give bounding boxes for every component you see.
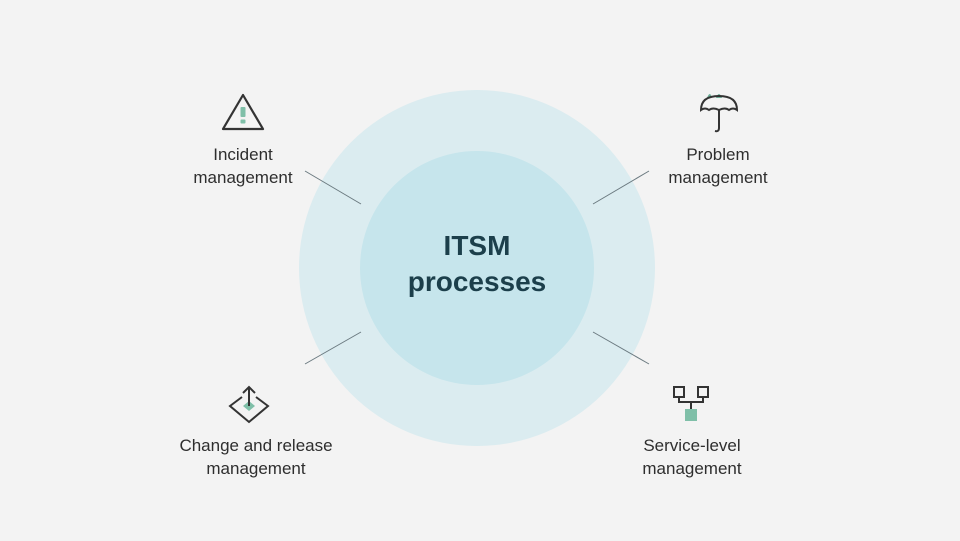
connector-problem bbox=[592, 170, 650, 205]
change-diamond-icon bbox=[228, 385, 270, 424]
item-service-level: Service-level management bbox=[592, 434, 792, 480]
center-title: ITSM processes bbox=[377, 228, 577, 300]
inner-circle bbox=[360, 151, 594, 385]
item-change-line1: Change and release bbox=[179, 436, 333, 455]
hierarchy-icon bbox=[673, 386, 709, 421]
warning-triangle-icon bbox=[221, 93, 265, 131]
item-problem-line1: Problem bbox=[686, 145, 750, 164]
item-incident: Incident management bbox=[143, 143, 343, 189]
connector-incident bbox=[304, 170, 362, 205]
item-change-line2: management bbox=[206, 459, 306, 478]
connector-change bbox=[304, 331, 362, 365]
item-problem-line2: management bbox=[668, 168, 768, 187]
item-problem: Problem management bbox=[618, 143, 818, 189]
item-service-level-line1: Service-level bbox=[643, 436, 741, 455]
center-title-line2: processes bbox=[407, 266, 547, 297]
item-service-level-line2: management bbox=[642, 459, 742, 478]
item-change: Change and release management bbox=[156, 434, 356, 480]
item-incident-line1: Incident bbox=[213, 145, 273, 164]
center-title-line1: ITSM bbox=[443, 230, 511, 261]
umbrella-icon bbox=[699, 94, 739, 133]
connector-service bbox=[592, 331, 650, 365]
item-incident-line2: management bbox=[193, 168, 293, 187]
